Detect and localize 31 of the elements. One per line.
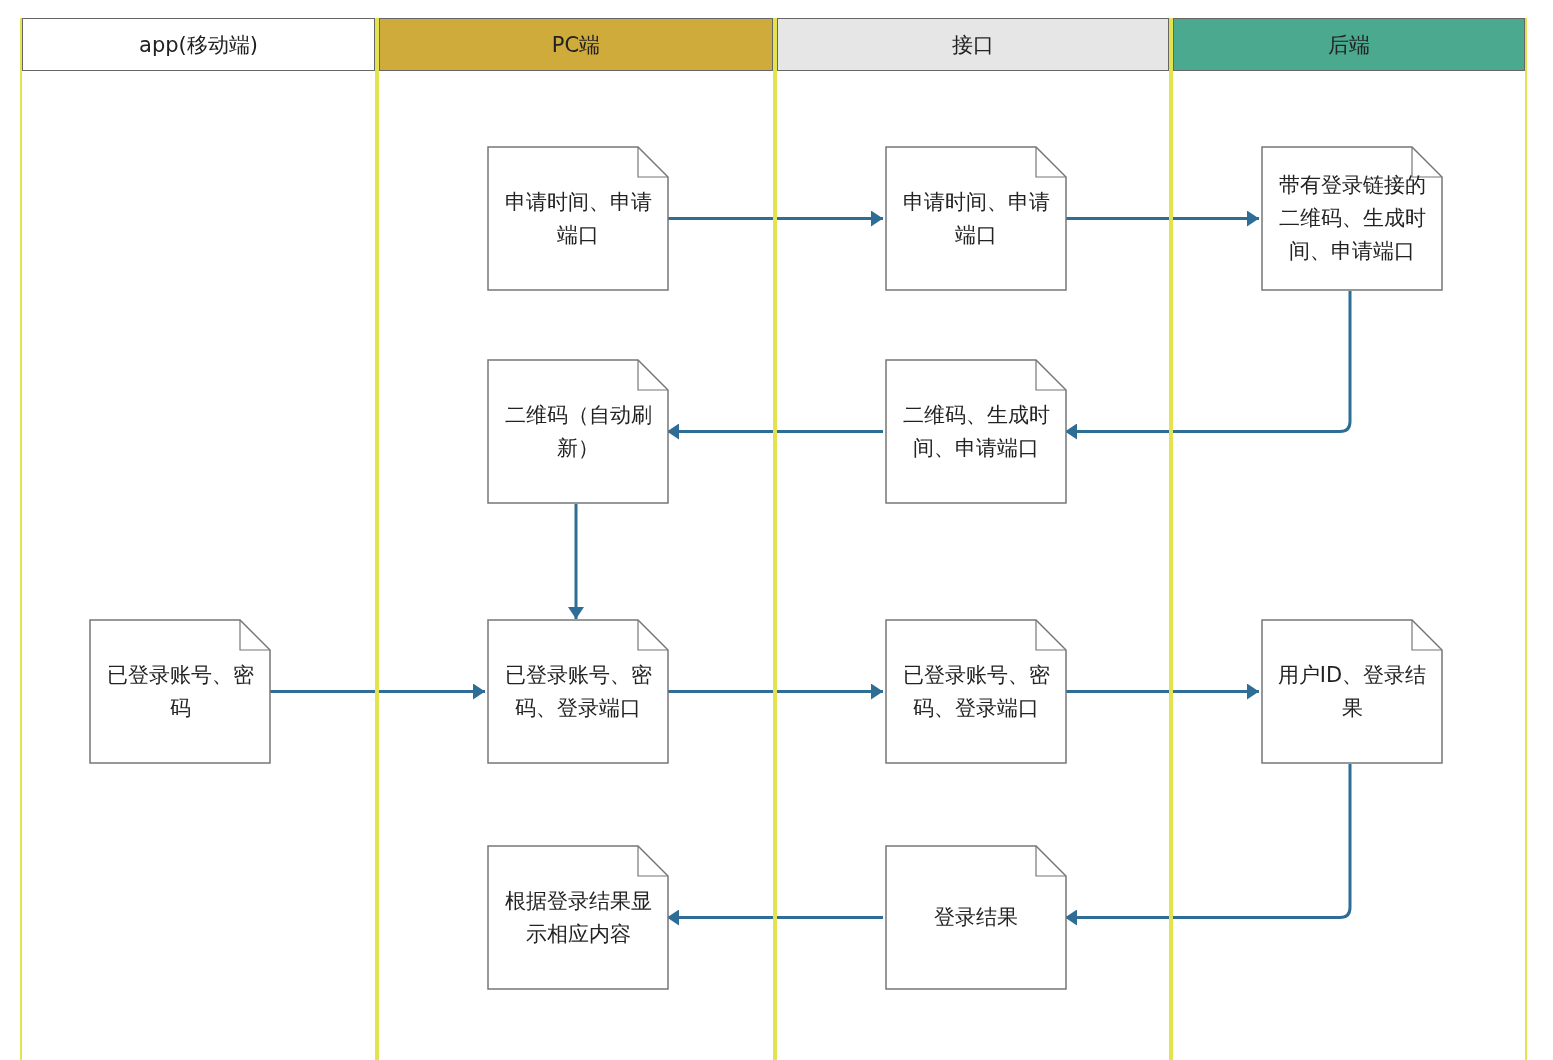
document-shape [89,619,271,764]
document-shape [487,619,669,764]
document-shape [487,146,669,291]
lane-header: 接口 [777,18,1169,71]
swimlane [1171,18,1527,1060]
document-text: 带有登录链接的二维码、生成时间、申请端口 [1277,172,1427,265]
swimlane [377,18,775,1060]
document-text: 二维码、生成时间、申请端口 [901,401,1051,462]
lane-header: PC端 [379,18,773,71]
lane-header: 后端 [1173,18,1525,71]
document-text: 已登录账号、密码 [105,661,255,722]
document-shape [885,619,1067,764]
arrow [568,504,584,619]
document-shape [1261,619,1443,764]
swimlane [20,18,377,1060]
document-text: 申请时间、申请端口 [503,188,653,249]
document-text: 用户ID、登录结果 [1276,661,1428,722]
document-shape [885,845,1067,990]
document-shape [487,359,669,504]
document-shape [1261,146,1443,291]
document-shape [885,359,1067,504]
lane-header: app(移动端) [22,18,375,71]
document-text: 已登录账号、密码、登录端口 [901,661,1051,722]
document-text: 登录结果 [934,904,1018,931]
document-shape [487,845,669,990]
document-text: 已登录账号、密码、登录端口 [503,661,653,722]
document-text: 申请时间、申请端口 [901,188,1051,249]
document-text: 二维码（自动刷新） [503,401,653,462]
document-text: 根据登录结果显示相应内容 [503,887,653,948]
document-shape [885,146,1067,291]
swimlane [775,18,1171,1060]
